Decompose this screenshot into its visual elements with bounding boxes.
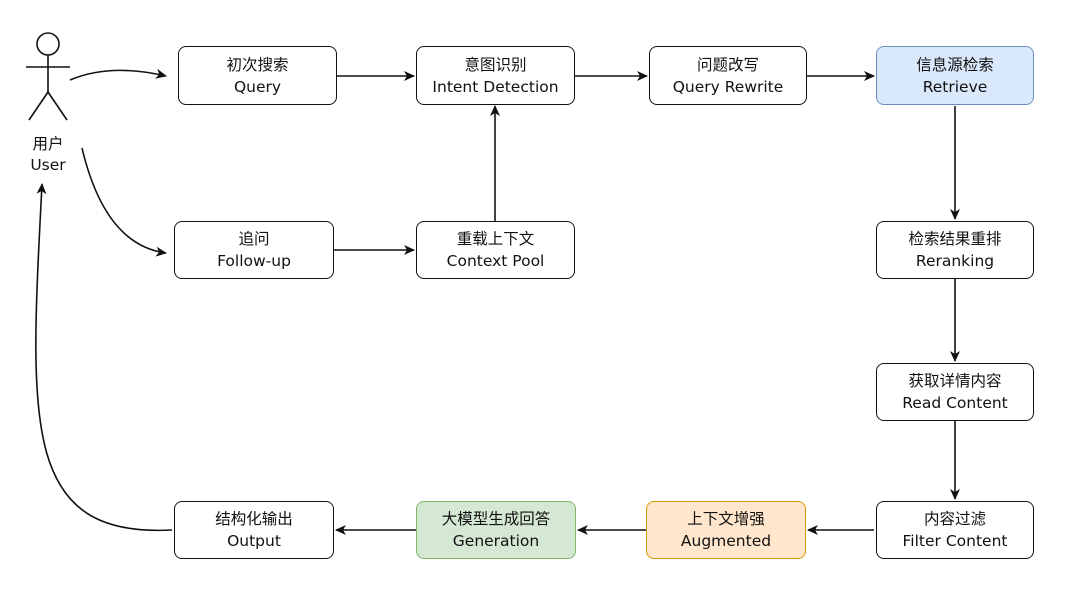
- output-node-label-cn: 结构化输出: [215, 510, 293, 528]
- reranking-node[interactable]: 检索结果重排 Reranking: [876, 221, 1034, 279]
- augmented-node-label-cn: 上下文增强: [687, 510, 765, 528]
- query-node-label-en: Query: [233, 77, 282, 96]
- user-label-en: User: [30, 156, 66, 174]
- generation-node-label-cn: 大模型生成回答: [441, 510, 551, 528]
- followup-node-label-en: Follow-up: [217, 252, 291, 270]
- rewrite-node-label-cn: 问题改写: [696, 55, 759, 74]
- output-node-label-en: Output: [227, 532, 281, 550]
- user-label-cn: 用户: [32, 135, 64, 153]
- stick-figure-icon: [26, 32, 70, 121]
- read-content-node[interactable]: 获取详情内容 Read Content: [876, 363, 1034, 421]
- edge-output-to-user: [35, 183, 173, 532]
- context-node-label-en: Context Pool: [446, 252, 545, 270]
- filter-node-label-en: Filter Content: [902, 532, 1008, 550]
- context-pool-node[interactable]: 重载上下文 Context Pool: [416, 221, 575, 279]
- query-node-label-cn: 初次搜索: [226, 55, 289, 74]
- query-rewrite-node[interactable]: 问题改写 Query Rewrite: [649, 46, 807, 105]
- filter-content-node[interactable]: 内容过滤 Filter Content: [876, 501, 1034, 559]
- output-node[interactable]: 结构化输出 Output: [174, 501, 334, 559]
- rewrite-node-label-en: Query Rewrite: [672, 77, 784, 96]
- generation-node[interactable]: 大模型生成回答 Generation: [416, 501, 576, 559]
- retrieve-node-label-cn: 信息源检索: [916, 55, 994, 74]
- context-node-label-cn: 重载上下文: [456, 230, 535, 248]
- augmented-node-label-en: Augmented: [680, 532, 772, 550]
- rerank-node-label-cn: 检索结果重排: [908, 230, 1002, 248]
- filter-node-label-cn: 内容过滤: [923, 510, 986, 528]
- read-node-label-cn: 获取详情内容: [908, 372, 1002, 390]
- retrieve-node-label-en: Retrieve: [922, 77, 988, 96]
- generation-node-label-en: Generation: [452, 532, 540, 550]
- user-actor-label: 用户 User: [18, 134, 78, 176]
- edge-user-to-followup: [81, 147, 167, 257]
- intent-node-label-en: Intent Detection: [432, 77, 559, 96]
- edge-user-to-query: [69, 68, 167, 81]
- intent-detection-node[interactable]: 意图识别 Intent Detection: [416, 46, 575, 105]
- query-node[interactable]: 初次搜索 Query: [178, 46, 337, 105]
- read-node-label-en: Read Content: [902, 394, 1008, 412]
- follow-up-node[interactable]: 追问 Follow-up: [174, 221, 334, 279]
- retrieve-node[interactable]: 信息源检索 Retrieve: [876, 46, 1034, 105]
- rerank-node-label-en: Reranking: [915, 252, 995, 270]
- intent-node-label-cn: 意图识别: [464, 55, 527, 74]
- augmented-node[interactable]: 上下文增强 Augmented: [646, 501, 806, 559]
- followup-node-label-cn: 追问: [238, 230, 270, 248]
